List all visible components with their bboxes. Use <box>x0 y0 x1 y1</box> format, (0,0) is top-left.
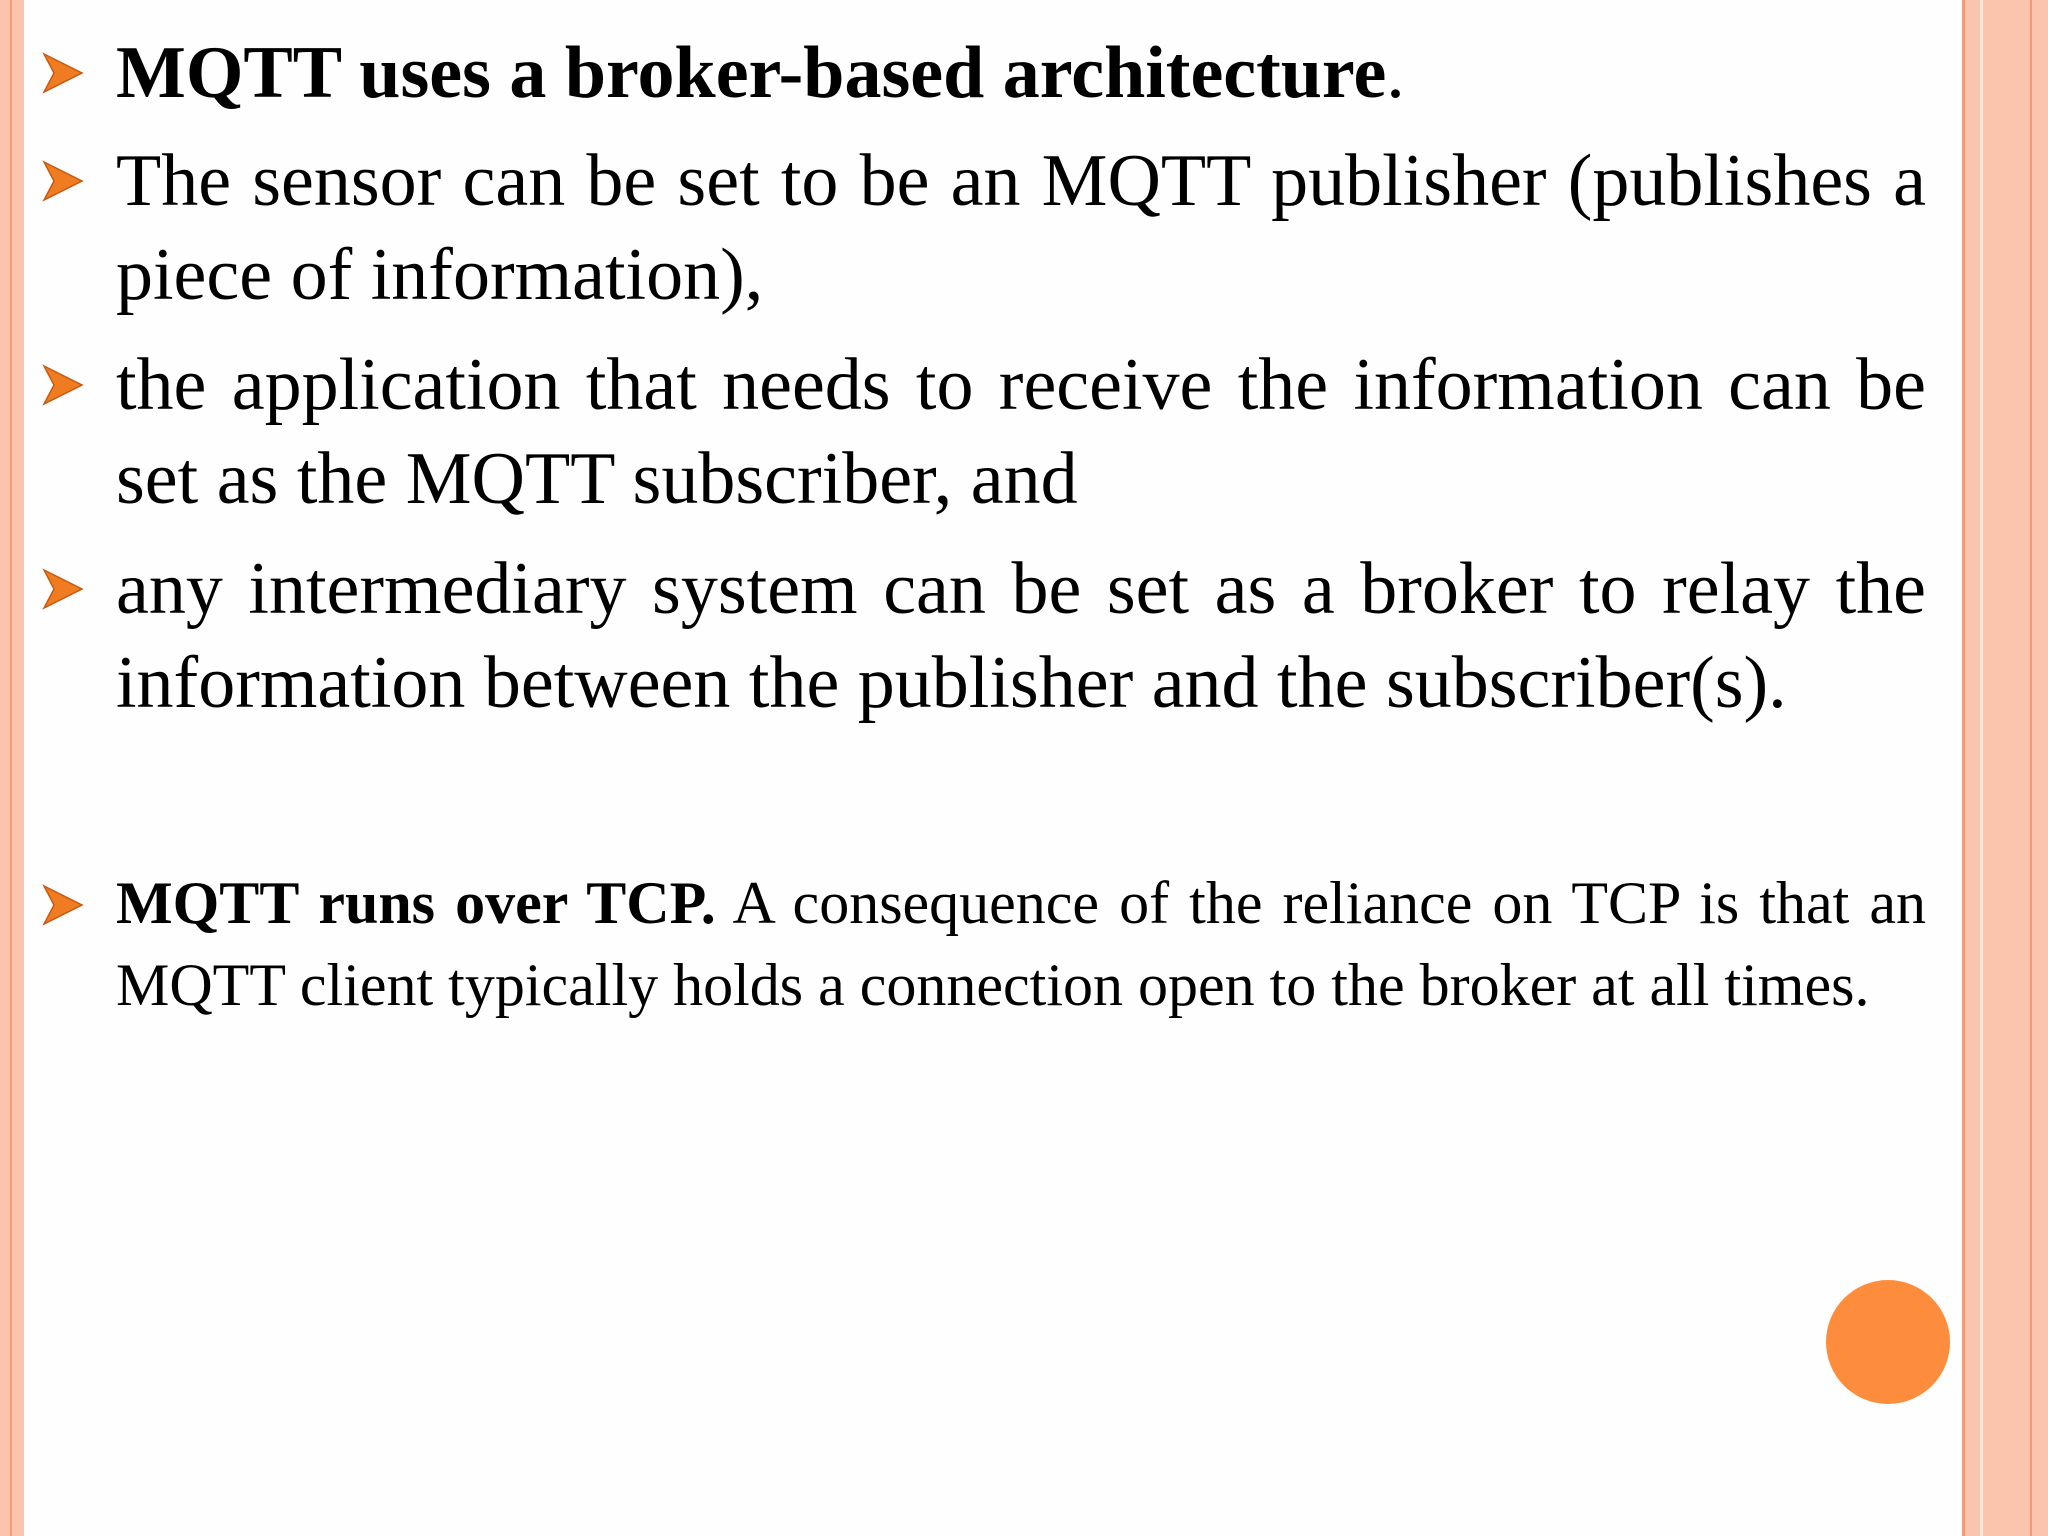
bullet-body-text: . <box>1386 32 1405 114</box>
bullet-body-text: A consequence of the reliance on TCP is … <box>116 870 1926 1018</box>
arrow-bullet-icon <box>42 364 84 406</box>
left-border-line <box>10 0 12 1536</box>
bullet-text: the application that needs to receive th… <box>116 338 1926 526</box>
slide-background <box>24 0 1962 1536</box>
left-border-band <box>0 0 24 1536</box>
arrow-bullet-icon <box>42 160 84 202</box>
bullet-body-text: the application that needs to receive th… <box>116 344 1926 520</box>
bullet-bold-text: MQTT runs over TCP. <box>116 870 716 936</box>
arrow-bullet-icon <box>42 52 84 94</box>
right-border-highlight <box>1980 0 1983 1536</box>
bullet-item: any intermediary system can be set as a … <box>40 542 1930 730</box>
bullet-item: The sensor can be set to be an MQTT publ… <box>40 134 1930 322</box>
right-border-line <box>1962 0 1965 1536</box>
bullet-text: The sensor can be set to be an MQTT publ… <box>116 134 1926 322</box>
arrow-bullet-icon <box>42 884 84 926</box>
decorative-circle <box>1826 1280 1950 1404</box>
bullet-text: any intermediary system can be set as a … <box>116 542 1926 730</box>
right-border-outer-line <box>2030 0 2032 1536</box>
bullet-text: MQTT runs over TCP. A consequence of the… <box>116 862 1926 1026</box>
bullet-item: MQTT uses a broker-based architecture. <box>40 26 1930 120</box>
slide-content: MQTT uses a broker-based architecture. T… <box>40 26 1930 1026</box>
arrow-bullet-icon <box>42 568 84 610</box>
bullet-body-text: The sensor can be set to be an MQTT publ… <box>116 140 1926 316</box>
right-border-band <box>1962 0 2048 1536</box>
bullet-text: MQTT uses a broker-based architecture. <box>116 26 1926 120</box>
bullet-body-text: any intermediary system can be set as a … <box>116 548 1926 724</box>
bullet-item: the application that needs to receive th… <box>40 338 1930 526</box>
bullet-bold-text: MQTT uses a broker-based architecture <box>116 32 1387 114</box>
bullet-item: MQTT runs over TCP. A consequence of the… <box>40 862 1930 1026</box>
